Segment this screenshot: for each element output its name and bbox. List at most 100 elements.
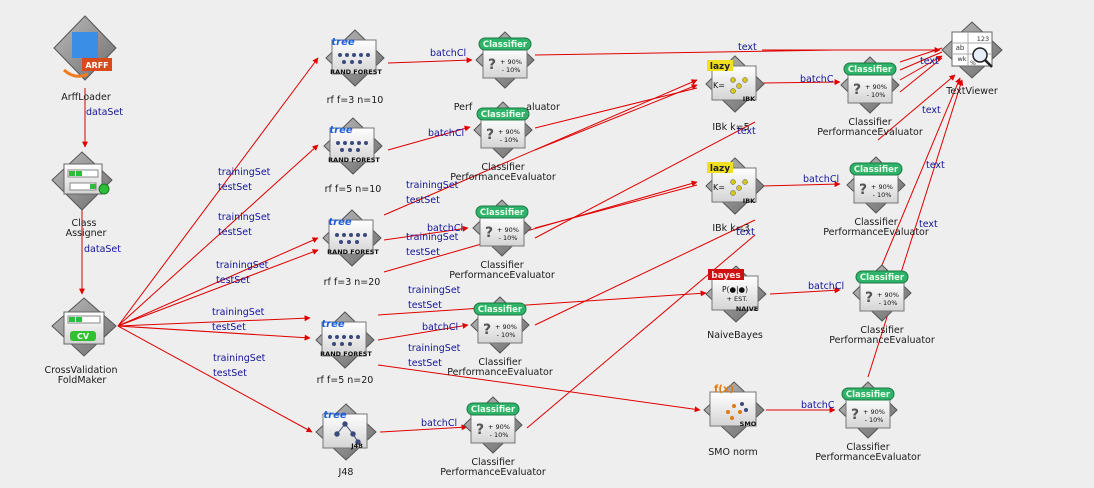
class-assigner-node[interactable]: Class Assigner <box>51 151 113 239</box>
edge-cv-rf3-a[interactable] <box>117 237 319 327</box>
smo-node[interactable]: f(x) SMO SMO norm <box>703 381 765 458</box>
edge-cv-rf3-b[interactable] <box>117 249 319 327</box>
naive-bayes-node[interactable]: bayes P(●|●) + EST. NAIVE NaiveBayes <box>705 265 767 341</box>
ibk1-node[interactable]: lazy K= IBK IBk k=5 <box>705 55 765 133</box>
rf2-node[interactable]: tree RAND FOREST rf f=5 n=10 <box>323 117 383 195</box>
svg-text:?: ? <box>853 82 861 98</box>
evaluator-node-7[interactable]: Classifier?+ 90%- 10%ClassifierPerforman… <box>823 156 929 238</box>
edge-text-3[interactable] <box>899 51 943 71</box>
edge-text-5[interactable] <box>899 57 943 93</box>
evaluator-node-9[interactable]: Classifier?+ 90%- 10%ClassifierPerforman… <box>815 381 921 463</box>
edge-rf1-eval1[interactable] <box>387 57 473 64</box>
evaluator-1-caption-start: Perf <box>454 102 473 113</box>
svg-text:RAND FOREST: RAND FOREST <box>320 350 372 358</box>
rf2-caption: rf f=5 n=10 <box>325 184 382 195</box>
edge-cv-rf4-a[interactable] <box>117 315 311 327</box>
edge-text-7[interactable] <box>881 77 961 266</box>
svg-text:tree: tree <box>328 217 351 228</box>
edge-text-8[interactable] <box>867 79 964 378</box>
svg-text:- 10%: - 10% <box>879 299 898 307</box>
svg-text:- 10%: - 10% <box>873 191 892 199</box>
edge-label-test-8: testSet <box>408 300 442 311</box>
edge-label-dataset-1: dataSet <box>86 107 123 118</box>
classifier-evaluator-icon: Classifier?+ 90%- 10% <box>470 296 530 354</box>
rf1-node[interactable]: tree RAND FOREST rf f=3 n=10 <box>325 29 385 106</box>
evaluator-node-8[interactable]: Classifier?+ 90%- 10%ClassifierPerforman… <box>829 264 935 346</box>
edge-label-test-6: testSet <box>406 195 440 206</box>
lazy-ibk-icon: lazy K= IBK <box>705 157 765 215</box>
edge-label-text-6: text <box>926 160 945 171</box>
edge-eval3-text[interactable] <box>534 121 756 239</box>
edge-label-text-7: text <box>919 219 938 230</box>
edge-eval3-ibk2[interactable] <box>534 184 698 229</box>
cv-foldmaker-node[interactable]: CV CrossValidation FoldMaker <box>45 297 118 386</box>
random-forest-icon: tree RAND FOREST <box>325 29 385 87</box>
edge-ibk1-eval6[interactable] <box>761 79 841 86</box>
edge-label-text-4: text <box>920 56 939 67</box>
arff-loader-node[interactable]: ARFF ArffLoader <box>53 15 117 103</box>
edge-rf2-eval2[interactable] <box>387 125 471 151</box>
edge-label-training-6: trainingSet <box>406 180 459 191</box>
evaluator-node-6[interactable]: Classifier?+ 90%- 10%ClassifierPerforman… <box>817 56 923 138</box>
cv-foldmaker-caption-2: FoldMaker <box>58 375 107 386</box>
edge-cv-rf4-b[interactable] <box>117 325 311 341</box>
edge-label-test-7: testSet <box>406 247 440 258</box>
edge-text-6[interactable] <box>877 74 956 141</box>
svg-text:?: ? <box>851 407 859 423</box>
random-forest-icon: tree RAND FOREST <box>323 117 383 175</box>
naive-bayes-caption: NaiveBayes <box>707 330 763 341</box>
edge-nb-eval8[interactable] <box>769 287 841 295</box>
class-assigner-caption-2: Assigner <box>66 228 107 239</box>
svg-text:tree: tree <box>323 410 346 421</box>
evaluator-node-4[interactable]: Classifier?+ 90%- 10%ClassifierPerforman… <box>447 296 553 378</box>
svg-text:%: % <box>970 60 976 67</box>
svg-text:Classifier: Classifier <box>481 110 526 120</box>
classifier-evaluator-icon: Classifier?+ 90%- 10% <box>472 199 532 257</box>
edge-rf4-smo[interactable] <box>377 364 701 413</box>
edge-eval4-text[interactable] <box>534 219 756 326</box>
evaluator-node-5[interactable]: Classifier?+ 90%- 10%ClassifierPerforman… <box>440 396 546 478</box>
edge-label-text-2: text <box>737 126 756 137</box>
edge-cv-rf1[interactable] <box>117 57 319 327</box>
edge-ibk2-eval7[interactable] <box>761 181 841 188</box>
svg-text:lazy: lazy <box>710 164 730 174</box>
j48-node[interactable]: tree J48 J48 <box>315 403 377 478</box>
evaluator-node-3[interactable]: Classifier?+ 90%- 10%ClassifierPerforman… <box>449 199 555 281</box>
evaluator-caption-1: Classifier <box>846 442 889 453</box>
evaluator-caption-2: PerformanceEvaluator <box>450 172 556 183</box>
edge-rf3-eval3[interactable] <box>383 225 469 241</box>
edge-eval5-text[interactable] <box>526 234 756 429</box>
evaluator-node-1[interactable]: Classifier?+ 90%- 10% <box>475 31 535 89</box>
edge-cv-j48[interactable] <box>117 325 313 433</box>
rf4-node[interactable]: tree RAND FOREST rf f=5 n=20 <box>315 311 375 386</box>
svg-text:+ 90%: + 90% <box>497 226 519 234</box>
svg-text:NAIVE: NAIVE <box>736 305 758 313</box>
evaluator-caption-1: Classifier <box>854 217 897 228</box>
edge-cv-rf2[interactable] <box>117 144 319 327</box>
svg-text:tree: tree <box>321 319 344 330</box>
edge-label-dataset-2: dataSet <box>84 244 121 255</box>
edge-rf4-eval4[interactable] <box>377 322 469 341</box>
evaluator-caption-2: PerformanceEvaluator <box>449 270 555 281</box>
svg-text:- 10%: - 10% <box>499 234 518 242</box>
evaluator-caption-2: PerformanceEvaluator <box>447 367 553 378</box>
svg-text:wk: wk <box>957 55 966 63</box>
text-viewer-node[interactable]: ab 123 wk % TextViewer <box>941 21 1003 97</box>
svg-text:tree: tree <box>329 125 352 136</box>
ibk1-caption: IBk k=5 <box>712 122 749 133</box>
smo-function-icon: f(x) SMO <box>703 381 765 439</box>
evaluator-node-2[interactable]: Classifier?+ 90%- 10%ClassifierPerforman… <box>450 101 556 183</box>
edge-j48-eval5[interactable] <box>379 424 468 433</box>
svg-text:+ 90%: + 90% <box>500 58 522 66</box>
ibk2-node[interactable]: lazy K= IBK IBk k=3 <box>705 157 765 234</box>
svg-text:ARFF: ARFF <box>85 61 108 70</box>
edge-eval1-text[interactable] <box>534 49 836 56</box>
edge-label-batch-6: batchC <box>800 74 834 85</box>
edge-eval2b-ibk1[interactable] <box>534 87 698 129</box>
edge-text-4[interactable] <box>899 47 943 63</box>
svg-text:RAND FOREST: RAND FOREST <box>328 156 380 164</box>
edge-rf4-nb[interactable] <box>377 290 707 316</box>
rf3-node[interactable]: tree RAND FOREST rf f=3 n=20 <box>322 209 382 288</box>
edge-eval2-ibk1[interactable] <box>534 84 698 151</box>
edge-text-2[interactable] <box>899 55 943 81</box>
